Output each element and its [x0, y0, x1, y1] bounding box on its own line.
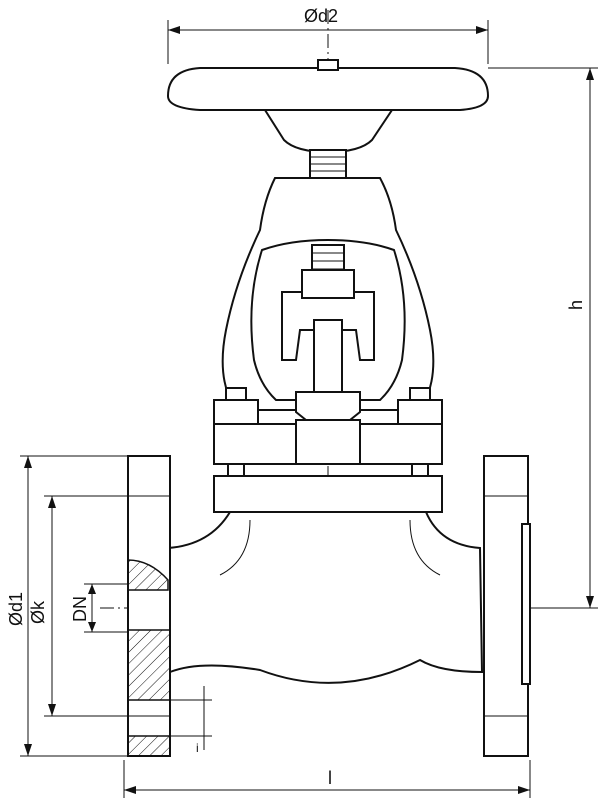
handwheel	[166, 59, 490, 154]
label-h: h	[566, 300, 586, 310]
dim-k	[44, 495, 128, 717]
stem-lower	[313, 319, 343, 393]
dim-dn	[84, 583, 128, 633]
stem-upper	[309, 149, 347, 179]
label-d2: Ød2	[304, 6, 338, 26]
label-d1: Ød1	[6, 592, 26, 626]
dim-d1	[20, 455, 128, 757]
gland	[295, 391, 361, 421]
right-flange	[483, 455, 531, 757]
dim-l	[123, 760, 531, 798]
label-l: l	[328, 768, 332, 788]
dim-i	[170, 686, 212, 750]
dim-d2	[167, 20, 489, 64]
label-dn: DN	[70, 596, 90, 622]
left-flange	[127, 455, 171, 757]
bonnet	[213, 419, 443, 465]
dim-h	[488, 67, 598, 609]
valve-body	[166, 511, 484, 684]
label-i: i	[196, 741, 199, 755]
label-k: Øk	[28, 600, 48, 624]
body-top-flange	[213, 475, 443, 513]
